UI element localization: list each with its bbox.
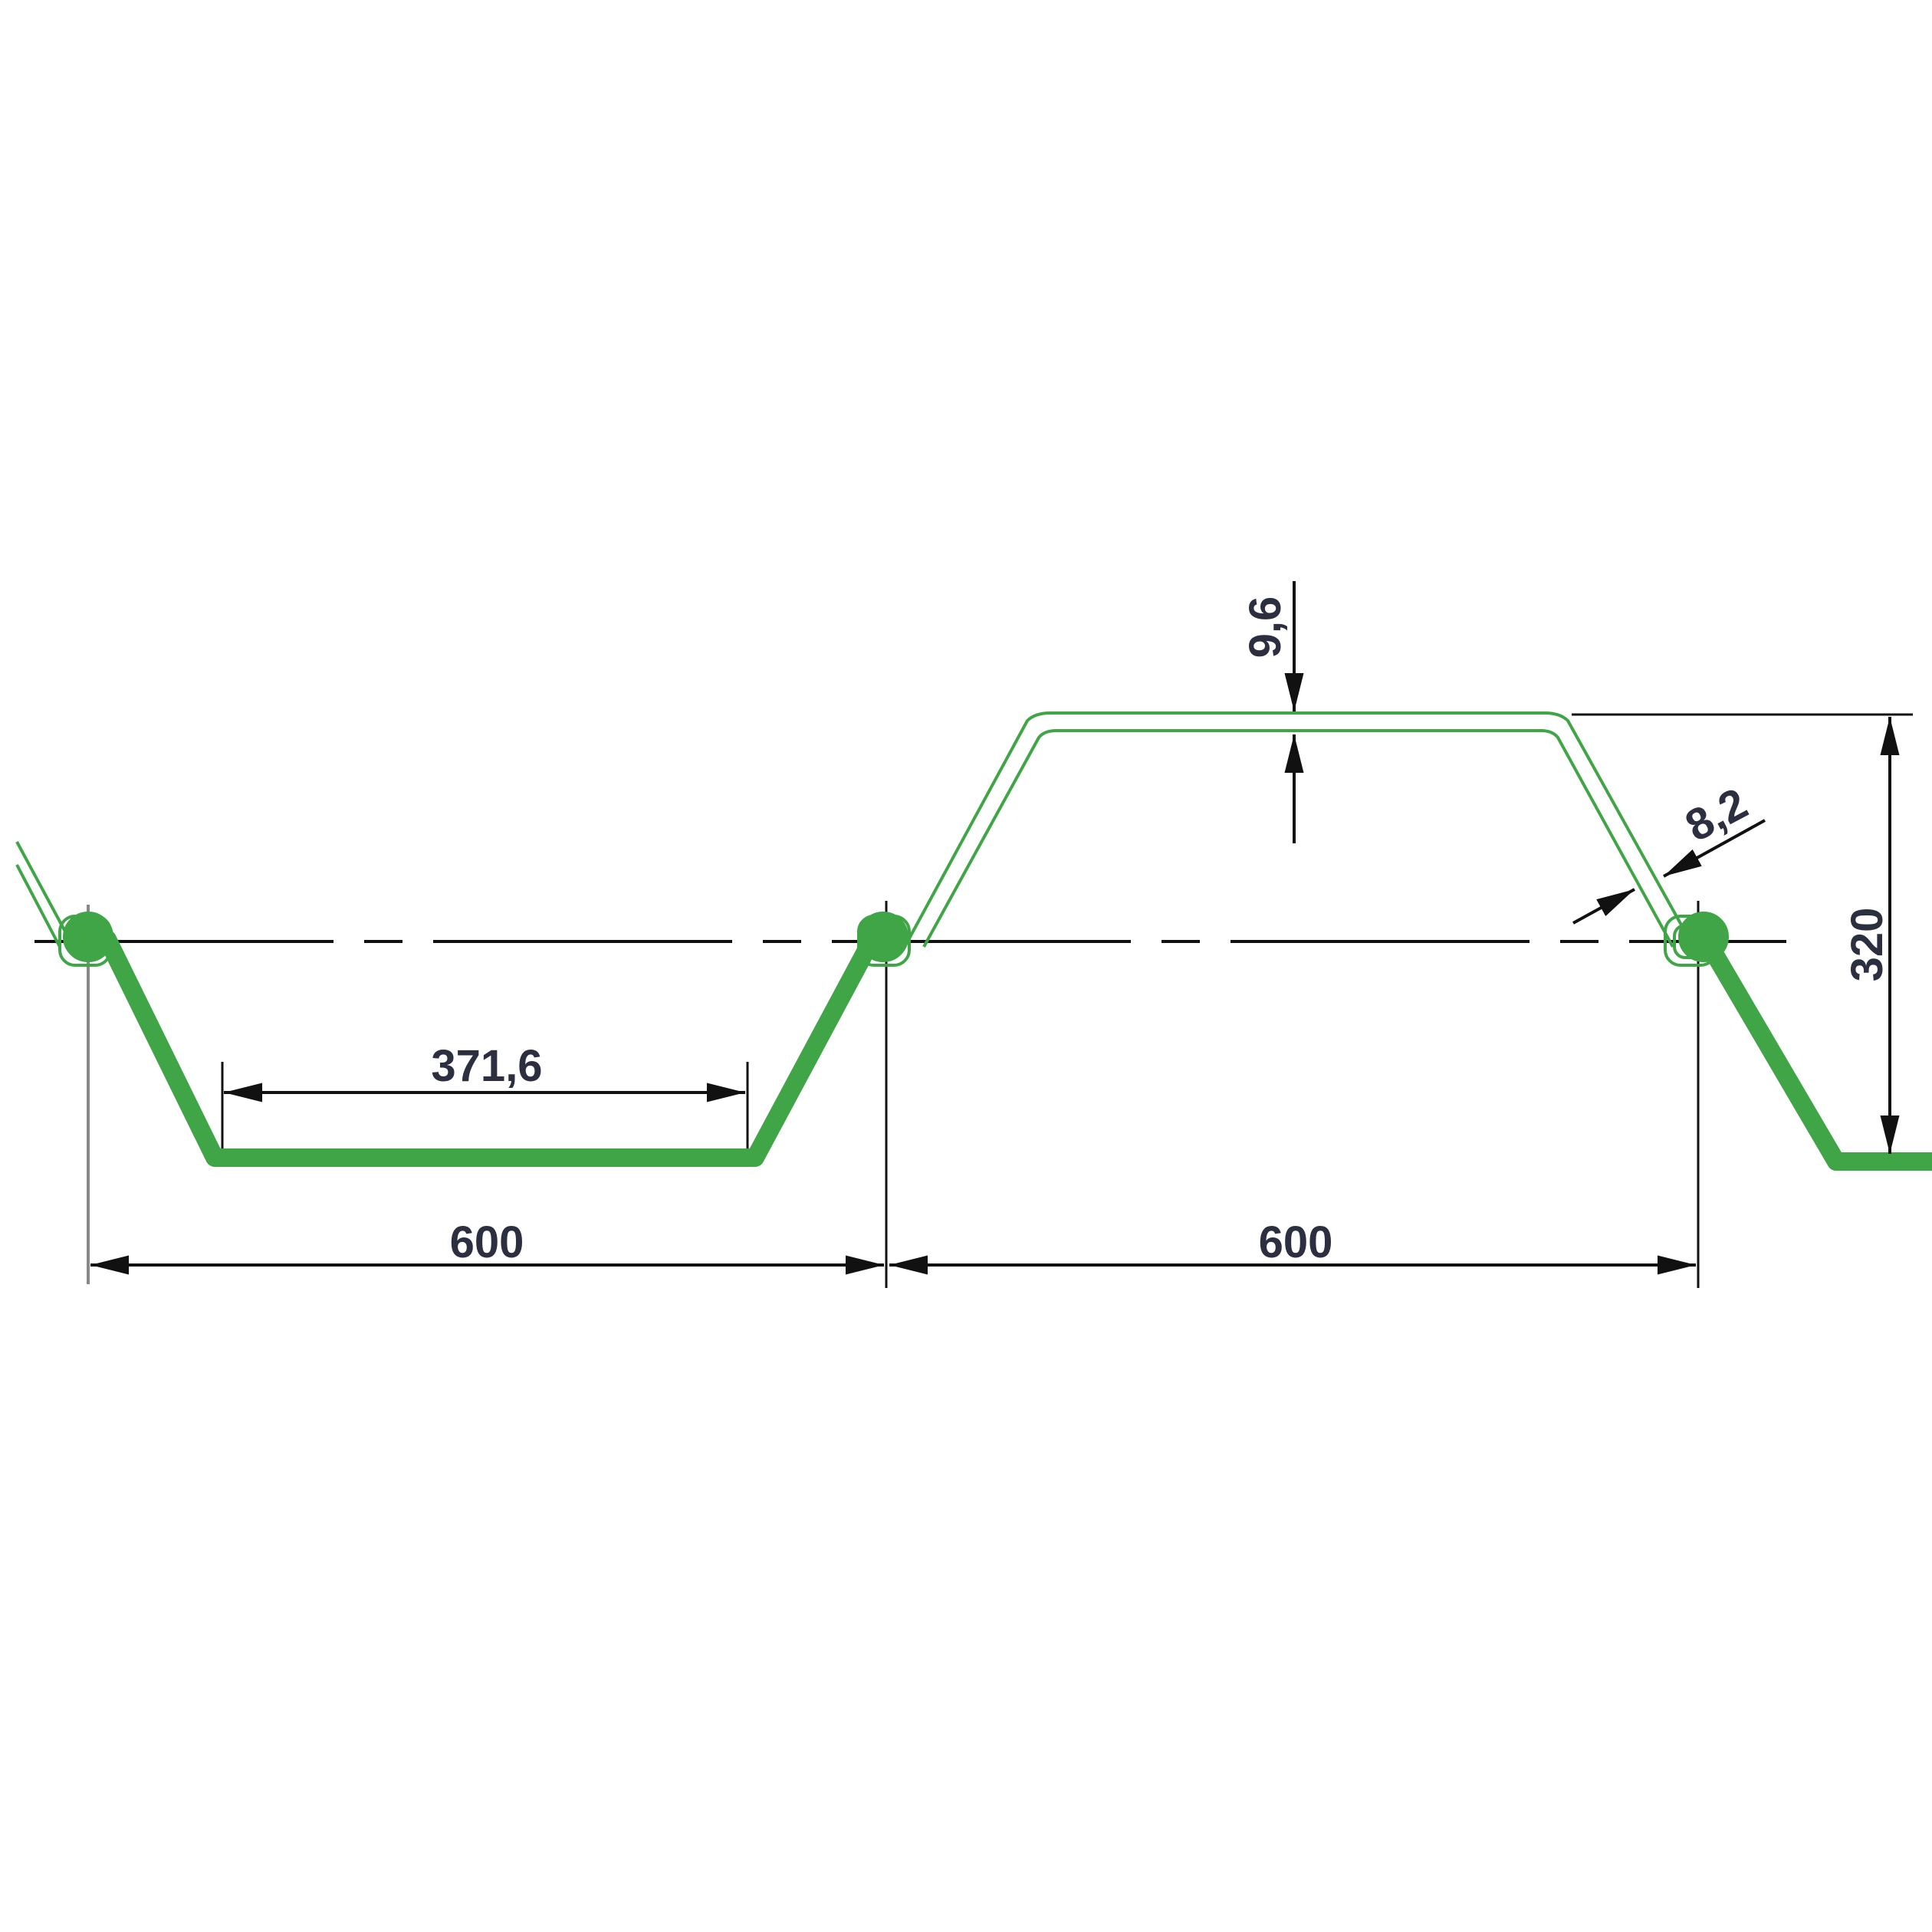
- dim-label-pitch-left: 600: [450, 1217, 524, 1267]
- dimension-labels: 371,6 600 600 320 9,6 8,2: [431, 596, 1892, 1267]
- lower-sheet-pile: [63, 912, 1932, 1171]
- dim-label-height: 320: [1842, 908, 1892, 982]
- dim-label-pitch-right: 600: [1259, 1217, 1333, 1267]
- dim-line-web-thickness-outer: [1663, 819, 1766, 878]
- upper-sheet-pile: [15, 711, 1717, 967]
- dimension-lines: [90, 581, 1900, 1275]
- dim-label-web-thickness: 8,2: [1677, 778, 1756, 851]
- extension-lines: [87, 713, 1913, 1288]
- dim-line-web-thickness-inner: [1572, 888, 1635, 925]
- dim-label-flange-thickness: 9,6: [1240, 596, 1290, 659]
- dim-label-flange-width: 371,6: [431, 1041, 542, 1091]
